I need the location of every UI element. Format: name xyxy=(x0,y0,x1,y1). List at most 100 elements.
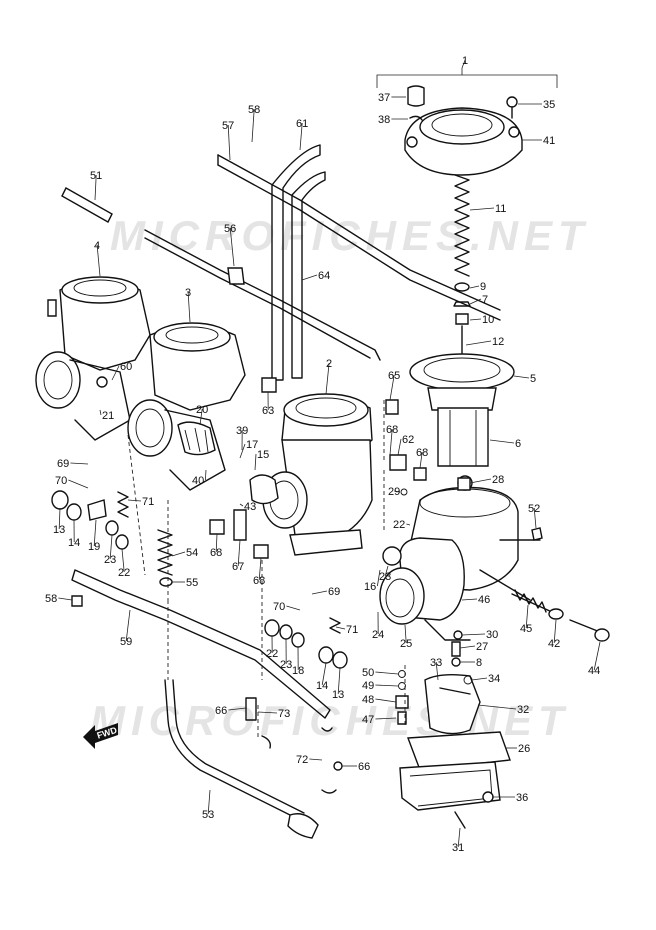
part-label-15: 15 xyxy=(257,449,269,461)
part-label-68: 68 xyxy=(386,424,398,436)
part-label-10: 10 xyxy=(482,314,494,326)
leader-line-61 xyxy=(299,122,303,151)
part-label-57: 57 xyxy=(222,120,234,132)
part-label-72: 72 xyxy=(296,754,308,766)
part-label-64: 64 xyxy=(318,270,330,282)
leader-line-22 xyxy=(406,523,411,526)
assembly-bracket xyxy=(376,68,558,88)
part-label-41: 41 xyxy=(543,135,555,147)
part-label-23b: 23 xyxy=(104,554,116,566)
leader-line-57 xyxy=(227,124,231,161)
part-label-11: 11 xyxy=(495,203,506,215)
part-label-26: 26 xyxy=(518,743,530,755)
leader-line-72 xyxy=(309,758,323,761)
leader-line-21 xyxy=(99,409,102,416)
leader-line-29 xyxy=(394,490,401,493)
part-label-62: 62 xyxy=(402,434,414,446)
part-label-20: 20 xyxy=(196,404,208,416)
part-label-21: 21 xyxy=(102,410,114,422)
part-label-60: 60 xyxy=(120,361,132,373)
part-label-47: 47 xyxy=(362,714,374,726)
part-label-66b: 66 xyxy=(358,761,370,773)
leader-line-48 xyxy=(375,698,397,703)
leader-line-34 xyxy=(471,677,488,681)
part-label-27: 27 xyxy=(476,641,488,653)
part-label-22b: 22 xyxy=(118,567,130,579)
part-label-17: 17 xyxy=(246,439,258,451)
part-label-36: 36 xyxy=(516,792,528,804)
leader-line-15 xyxy=(254,453,257,471)
part-label-48: 48 xyxy=(362,694,374,706)
leader-line-53 xyxy=(207,789,211,815)
part-label-66: 66 xyxy=(215,705,227,717)
part-labels: 1234567891011121314151617181920212223242… xyxy=(45,55,601,854)
leader-line-2 xyxy=(325,362,330,395)
part-label-4: 4 xyxy=(94,240,100,252)
part-label-2: 2 xyxy=(326,358,332,370)
leader-line-32 xyxy=(477,704,517,710)
part-label-63: 63 xyxy=(262,405,274,417)
part-label-71b: 71 xyxy=(346,624,358,636)
brackets-and-hoses xyxy=(61,144,501,719)
part-label-31: 31 xyxy=(452,842,464,854)
leader-line-65 xyxy=(389,374,395,401)
part-label-56: 56 xyxy=(224,223,236,235)
leader-line-27 xyxy=(459,645,476,649)
leader-line-71b xyxy=(335,626,346,630)
part-label-30: 30 xyxy=(486,629,498,641)
part-label-45: 45 xyxy=(520,623,532,635)
leader-line-45 xyxy=(525,604,529,629)
leader-line-59 xyxy=(125,609,131,642)
part-label-6: 6 xyxy=(515,438,521,450)
leader-line-70b xyxy=(286,605,301,611)
part-label-14b: 14 xyxy=(316,680,328,692)
part-label-34: 34 xyxy=(488,673,500,685)
small-fasteners xyxy=(400,477,543,685)
leader-line-69 xyxy=(70,462,89,465)
part-label-25: 25 xyxy=(400,638,412,650)
part-label-14: 14 xyxy=(68,537,80,549)
part-label-44: 44 xyxy=(588,665,600,677)
leader-line-9 xyxy=(469,285,480,289)
part-label-39: 39 xyxy=(236,425,248,437)
leader-line-20 xyxy=(199,408,203,426)
leader-line-68d xyxy=(258,557,262,581)
part-label-61: 61 xyxy=(296,118,308,130)
part-label-23: 23 xyxy=(379,571,391,583)
leader-line-68c xyxy=(215,533,218,553)
top-cap xyxy=(404,85,523,176)
part-label-71: 71 xyxy=(142,496,154,508)
leader-line-11 xyxy=(469,207,495,211)
leader-line-58b xyxy=(58,597,73,601)
part-label-68c: 68 xyxy=(210,547,222,559)
leader-line-1 xyxy=(461,59,466,69)
leader-line-23 xyxy=(384,565,389,577)
part-label-16: 16 xyxy=(364,581,376,593)
part-label-49: 49 xyxy=(362,680,374,692)
washers xyxy=(51,490,348,669)
part-label-22c: 22 xyxy=(266,648,278,660)
leader-line-6 xyxy=(489,439,515,444)
part-label-50: 50 xyxy=(362,667,374,679)
leader-line-47 xyxy=(375,717,397,720)
part-label-19: 19 xyxy=(88,541,100,553)
leader-line-19 xyxy=(93,519,97,547)
part-label-65: 65 xyxy=(388,370,400,382)
leader-line-44 xyxy=(593,641,601,671)
part-label-8: 8 xyxy=(476,657,482,669)
leader-line-43 xyxy=(239,503,244,507)
carb-left-4 xyxy=(35,276,151,441)
leader-line-62 xyxy=(397,438,402,456)
leader-line-13 xyxy=(58,507,61,530)
part-label-51: 51 xyxy=(90,170,102,182)
leader-line-42 xyxy=(553,619,557,644)
part-label-53: 53 xyxy=(202,809,214,821)
part-label-1: 1 xyxy=(462,55,468,67)
diaphragm-piston xyxy=(409,353,515,467)
fittings xyxy=(209,377,427,559)
part-label-46: 46 xyxy=(478,594,490,606)
part-label-24: 24 xyxy=(372,629,384,641)
leader-line-52 xyxy=(533,507,537,529)
leader-line-33 xyxy=(435,661,439,681)
